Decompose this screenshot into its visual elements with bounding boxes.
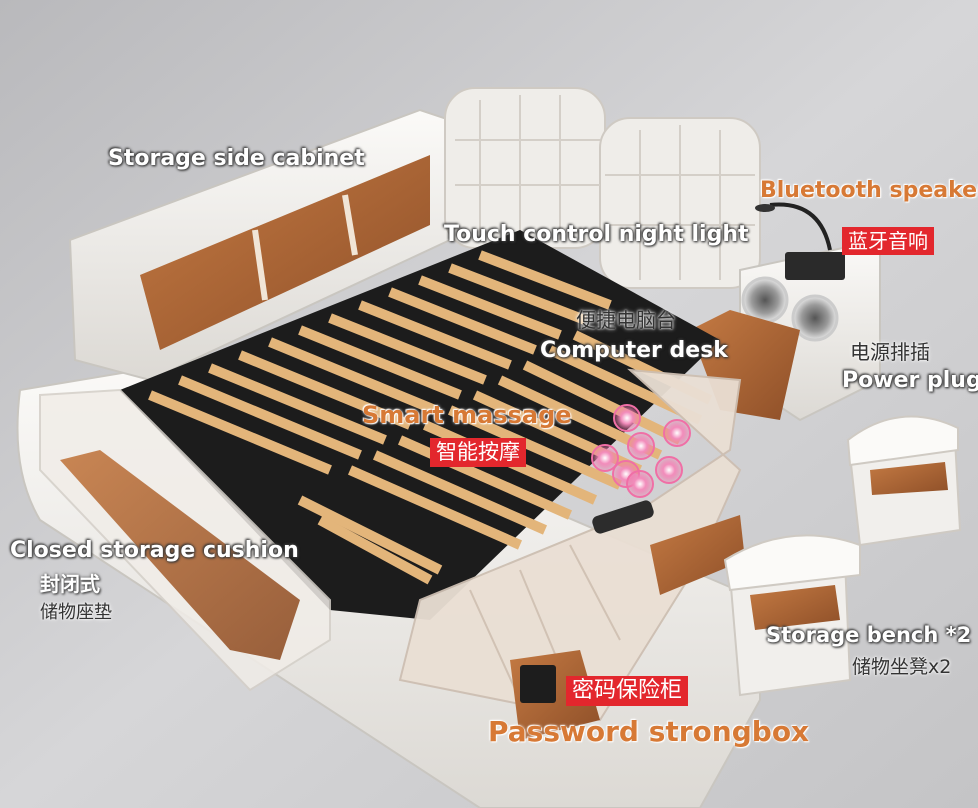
badge-password-strongbox-cn: 密码保险柜 [566,676,689,707]
remote-control [592,500,654,534]
night-light [769,202,832,251]
storage-cushion-compartment [60,450,300,660]
label-smart-massage: Smart massage [362,401,572,429]
label-computer-desk-cn: 便捷电脑台 [576,308,676,332]
label-closed-storage-cushion-cn1: 封闭式 [40,572,100,596]
badge-bluetooth-speakers-cn: 蓝牙音响 [842,227,934,255]
storage-bench-back [846,415,962,547]
badge-smart-massage-cn: 智能按摩 [430,438,526,468]
bed-frame [120,230,720,620]
label-power-plug-cn: 电源排插 [850,340,930,364]
label-touch-control-night-light: Touch control night light [444,222,749,247]
label-computer-desk: Computer desk [540,338,728,363]
label-power-plug: Power plug [842,368,978,393]
speaker-left [741,276,789,324]
label-closed-storage-cushion: Closed storage cushion [10,538,299,563]
massage-points [591,404,691,498]
label-storage-bench: Storage bench *2 [766,623,972,647]
strongbox [520,665,556,703]
label-bluetooth-speakers: Bluetooth speakers [760,178,978,203]
label-storage-side-cabinet: Storage side cabinet [108,146,365,171]
storage-bench-front [723,534,861,697]
label-closed-storage-cushion-cn2: 储物座垫 [40,602,112,623]
side-cabinet-shelves [140,155,430,350]
speaker-right [791,294,839,342]
label-password-strongbox: Password strongbox [488,715,810,748]
label-storage-bench-cn: 储物坐凳x2 [852,656,952,678]
